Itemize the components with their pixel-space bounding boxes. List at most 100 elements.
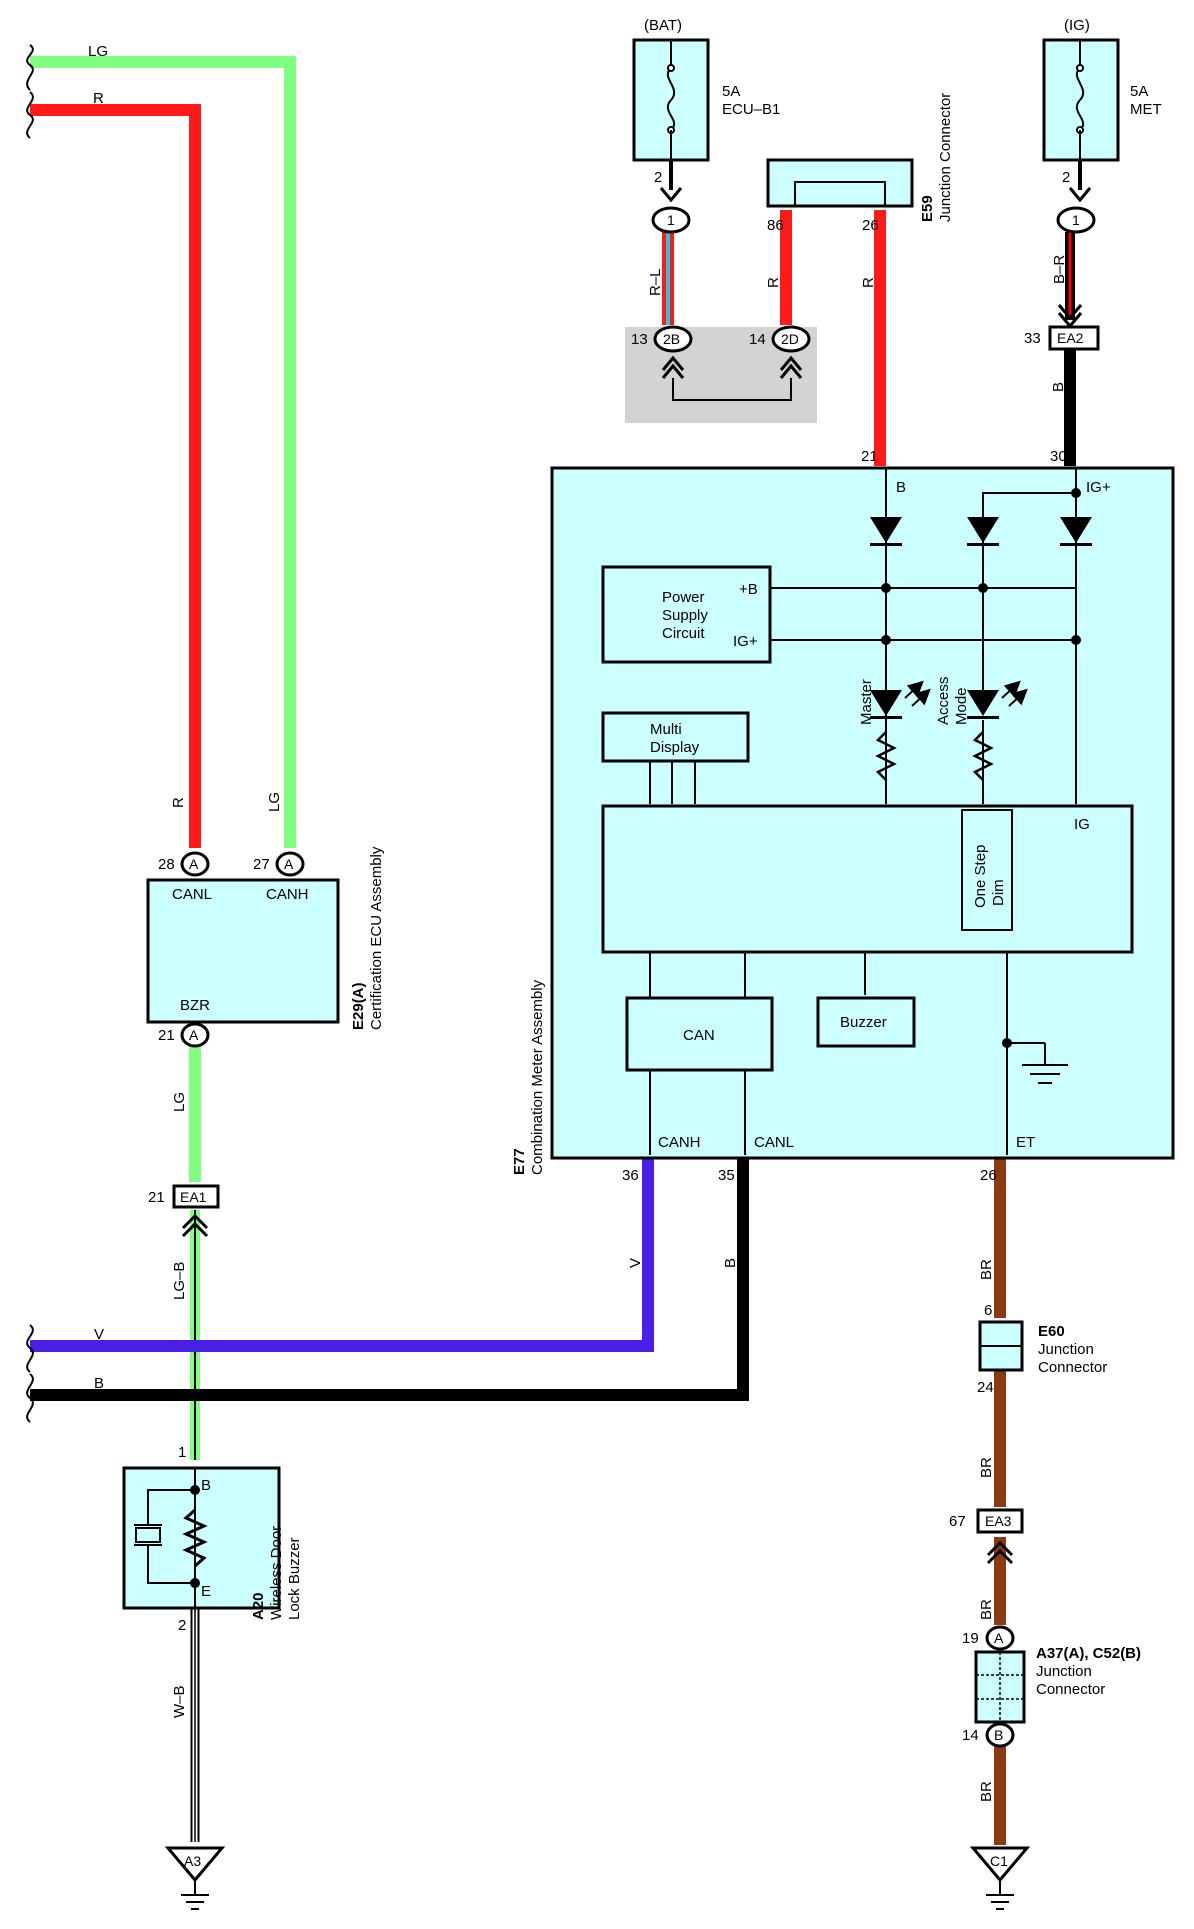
ig-source: (IG): [1064, 17, 1090, 34]
meter-pin-30: 30: [1050, 448, 1067, 465]
one-step-line-1: One Step: [972, 845, 989, 908]
e60-name-2: Connector: [1038, 1359, 1107, 1376]
splice-2d: 2D: [781, 331, 799, 347]
wire-label-br-4: BR: [978, 1781, 995, 1802]
meter-pin-21: 21: [861, 448, 878, 465]
ecu-pin-27: 27: [253, 856, 270, 873]
wire-label-br-2: BR: [978, 1457, 995, 1478]
ea1-pin-21: 21: [148, 1189, 165, 1206]
ecu-canl-label: CANL: [172, 886, 212, 903]
wire-label-r-86: R: [765, 277, 782, 288]
psu-ig-plus: IG+: [733, 633, 758, 650]
connector-ea1: EA1 21: [148, 1184, 220, 1238]
buzzer-b-label: B: [201, 1477, 211, 1494]
wire-label-br-1: BR: [978, 1259, 995, 1280]
meter-pin-35: 35: [718, 1167, 735, 1184]
buzzer-e-label: E: [201, 1583, 211, 1600]
jc-pin-19: 19: [962, 1630, 979, 1647]
junction-connector-e60: E60 Junction Connector: [978, 1320, 1107, 1376]
wire-label-lg-below-bzr: LG: [171, 1092, 188, 1112]
psu-line-3: Circuit: [662, 625, 705, 642]
e60-name-1: Junction: [1038, 1341, 1094, 1358]
ig-connector-1: 1: [1072, 212, 1080, 228]
led-access-label-2: Mode: [953, 687, 970, 725]
multi-display-line-2: Display: [650, 739, 700, 756]
splice-pin-14: 14: [749, 331, 766, 348]
wire-label-br-3: BR: [978, 1599, 995, 1620]
ground-a3: A3: [164, 1846, 226, 1910]
meter-buzzer-label: Buzzer: [840, 1014, 887, 1031]
led-access-label-1: Access: [935, 677, 952, 725]
splice-area: 2B 13 2D 14: [625, 325, 817, 423]
e60-pin-6: 6: [984, 1302, 992, 1319]
meter-code: E77: [511, 1148, 528, 1175]
ecu-pin-a-27: A: [284, 856, 294, 872]
ig-fuse-name: MET: [1130, 101, 1162, 118]
jc-pin-14: 14: [962, 1727, 979, 1744]
ground-a3-label: A3: [184, 1853, 201, 1869]
ea1-label: EA1: [180, 1189, 207, 1205]
bat-fuse-name: ECU–B1: [722, 101, 780, 118]
splice-pin-13: 13: [631, 331, 648, 348]
wire-label-v-drop: V: [627, 1258, 644, 1268]
meter-igplus-label: IG+: [1086, 479, 1111, 496]
wire-lg-top: [30, 56, 296, 848]
bat-fuse-amp: 5A: [722, 83, 740, 100]
psu-plus-b: +B: [739, 581, 758, 598]
junction-connector-a37-c52: A 19 B 14 A37(A), C52(B) Junction Connec…: [962, 1625, 1141, 1748]
certification-ecu-assembly: CANL CANH BZR E29(A) Certification ECU A…: [146, 846, 385, 1048]
wire-label-r-l: R–L: [647, 268, 664, 296]
led-master-label: Master: [858, 679, 875, 725]
meter-et-label: ET: [1016, 1134, 1035, 1151]
e59-code: E59: [919, 195, 936, 222]
ecu-pin-28: 28: [158, 856, 175, 873]
wire-label-lg-top: LG: [88, 43, 108, 60]
meter-name: Combination Meter Assembly: [529, 979, 546, 1175]
e59-name: Junction Connector: [937, 93, 954, 222]
splice-2b: 2B: [663, 331, 680, 347]
wire-b-bus: [30, 1155, 749, 1401]
can-block-label: CAN: [683, 1027, 715, 1044]
led-master-icon: [870, 680, 931, 781]
wire-label-r-26: R: [860, 277, 877, 288]
meter-diodes: [870, 517, 1092, 546]
buzzer-code: A20: [250, 1592, 267, 1620]
psu-line-1: Power: [662, 589, 705, 606]
e60-code: E60: [1038, 1323, 1065, 1340]
meter-canh-label: CANH: [658, 1134, 701, 1151]
psu-line-2: Supply: [662, 607, 708, 624]
jc-code: A37(A), C52(B): [1036, 1645, 1141, 1662]
wireless-door-lock-buzzer: 1 B E 2 A20 Wireless Door Lock Buzzer: [122, 1444, 303, 1634]
e59-pin-86: 86: [767, 217, 784, 234]
wire-label-b-ig: B: [1050, 382, 1067, 392]
wire-label-lg-left: LG: [266, 792, 283, 812]
bat-connector-1: 1: [667, 212, 675, 228]
led-access-icon: [967, 680, 1028, 781]
meter-pin-36: 36: [622, 1167, 639, 1184]
junction-connector-e59: 86 26 E59 Junction Connector: [766, 93, 954, 234]
meter-pin-26: 26: [980, 1167, 997, 1184]
ecu-bzr-label: BZR: [180, 997, 210, 1014]
buzzer-name-1: Wireless Door: [268, 1526, 285, 1620]
ea2-label: EA2: [1057, 330, 1084, 346]
ecu-code: E29(A): [350, 982, 367, 1030]
ig-fuse-amp: 5A: [1130, 83, 1148, 100]
bat-source: (BAT): [644, 17, 682, 34]
ecu-name: Certification ECU Assembly: [368, 846, 385, 1030]
jc-pin-a: A: [994, 1630, 1004, 1646]
wires: [30, 56, 1076, 1845]
wire-label-w-b: W–B: [171, 1685, 188, 1718]
ecu-canh-label: CANH: [266, 886, 309, 903]
multi-display-line-1: Multi: [650, 721, 682, 738]
ig-fuse-pin: 2: [1062, 169, 1070, 186]
ground-c1-label: C1: [990, 1853, 1008, 1869]
wire-label-b-bus: B: [94, 1375, 104, 1392]
wire-label-r-top: R: [93, 90, 104, 107]
wire-v-bus: [30, 1155, 654, 1352]
wire-label-b-r: B–R: [1051, 255, 1068, 284]
wire-label-v-bus: V: [94, 1326, 104, 1343]
wire-label-r-left: R: [170, 797, 187, 808]
e60-pin-24: 24: [977, 1379, 994, 1396]
buzzer-pin-2: 2: [178, 1617, 186, 1634]
wire-r-top: [30, 104, 201, 848]
